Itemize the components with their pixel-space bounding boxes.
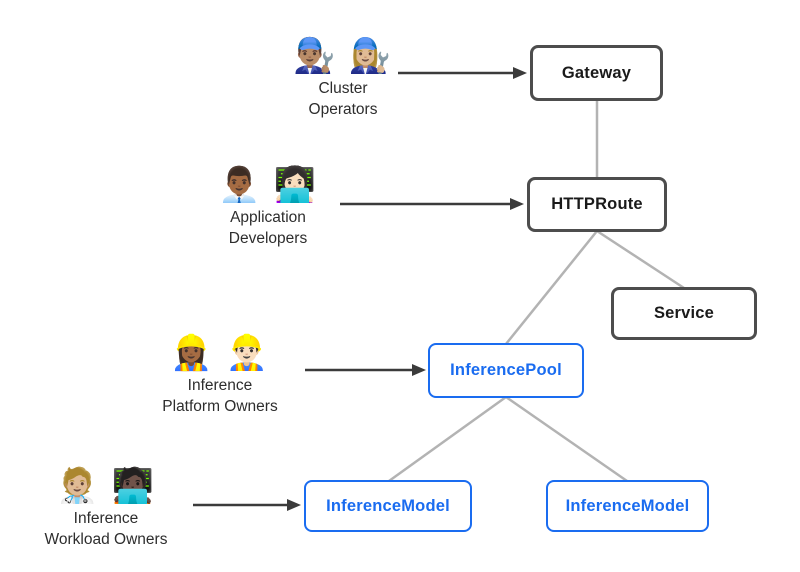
persona-label: Inference	[73, 510, 139, 527]
node-service: Service	[611, 287, 757, 340]
node-label: InferenceModel	[565, 496, 690, 515]
node-inferencemodel-1: InferenceModel	[304, 480, 472, 532]
persona-application-developers: 👨🏾‍💼 👩🏻‍💻 Application Developers	[158, 163, 378, 249]
node-label: Service	[653, 304, 715, 322]
persona-cluster-operators: 👨🏽‍🔧 👩🏼‍🔧 Cluster Operators	[233, 34, 453, 120]
persona-label: Cluster	[318, 80, 368, 97]
node-label: InferenceModel	[326, 496, 450, 515]
edge-httproute-inferencepool	[505, 230, 598, 345]
cluster-operators-emoji-icon: 👨🏽‍🔧 👩🏼‍🔧	[292, 37, 394, 75]
edge-inferencepool-inferencemodel-1	[388, 395, 507, 483]
persona-inference-workload-owners: 🧑🏼‍⚕️ 🧑🏿‍💻 Inference Workload Owners	[0, 464, 216, 550]
node-gateway: Gateway	[530, 45, 663, 101]
inference-workload-owners-emoji-icon: 🧑🏼‍⚕️ 🧑🏿‍💻	[55, 467, 157, 505]
node-inferencepool: InferencePool	[428, 343, 584, 398]
persona-label: Developers	[228, 230, 308, 247]
edge-httproute-service	[596, 229, 685, 290]
persona-label: Operators	[308, 101, 378, 118]
persona-label: Workload Owners	[44, 531, 168, 548]
inference-platform-owners-emoji-icon: 👷🏾‍♀️ 👷🏻‍♂️	[169, 334, 271, 372]
persona-label: Platform Owners	[162, 398, 278, 415]
node-httproute: HTTPRoute	[527, 177, 667, 232]
application-developers-emoji-icon: 👨🏾‍💼 👩🏻‍💻	[217, 166, 319, 204]
node-label: Gateway	[561, 63, 632, 82]
node-inferencemodel-2: InferenceModel	[546, 480, 709, 532]
node-label: InferencePool	[450, 361, 562, 379]
persona-label: Application	[230, 209, 306, 226]
node-label: HTTPRoute	[551, 195, 643, 213]
edge-inferencepool-inferencemodel-2	[505, 395, 628, 483]
persona-label: Inference	[187, 377, 253, 394]
persona-inference-platform-owners: 👷🏾‍♀️ 👷🏻‍♂️ Inference Platform Owners	[110, 331, 330, 417]
